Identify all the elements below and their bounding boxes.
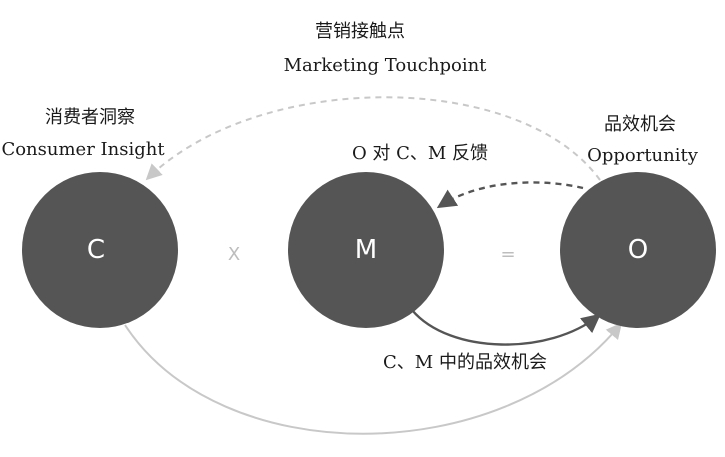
node-c-circle	[22, 172, 178, 328]
node-c-letter: C	[87, 235, 105, 265]
cm-opportunity-label: C、M 中的品效机会	[383, 352, 547, 373]
node-m-letter: M	[355, 235, 377, 265]
m-to-o-arrow	[411, 309, 601, 346]
opportunity-label-en: Opportunity	[587, 145, 698, 166]
equals-operator: =	[500, 244, 515, 265]
consumer-insight-label-cn: 消费者洞察	[45, 107, 135, 128]
feedback-arrow	[436, 181, 584, 209]
marketing-touchpoint-label-en: Marketing Touchpoint	[283, 55, 487, 76]
consumer-insight-label-en: Consumer Insight	[1, 139, 165, 160]
node-o-circle	[560, 172, 716, 328]
multiply-operator: X	[228, 244, 240, 265]
opportunity-label-cn: 品效机会	[604, 114, 676, 135]
node-o-letter: O	[628, 235, 648, 265]
c-to-o-arrow	[124, 322, 623, 435]
marketing-touchpoint-label-cn: 营销接触点	[315, 21, 405, 42]
marketing-touchpoint-arrow	[145, 96, 601, 181]
feedback-label: O 对 C、M 反馈	[351, 143, 489, 164]
node-m-circle	[288, 172, 444, 328]
